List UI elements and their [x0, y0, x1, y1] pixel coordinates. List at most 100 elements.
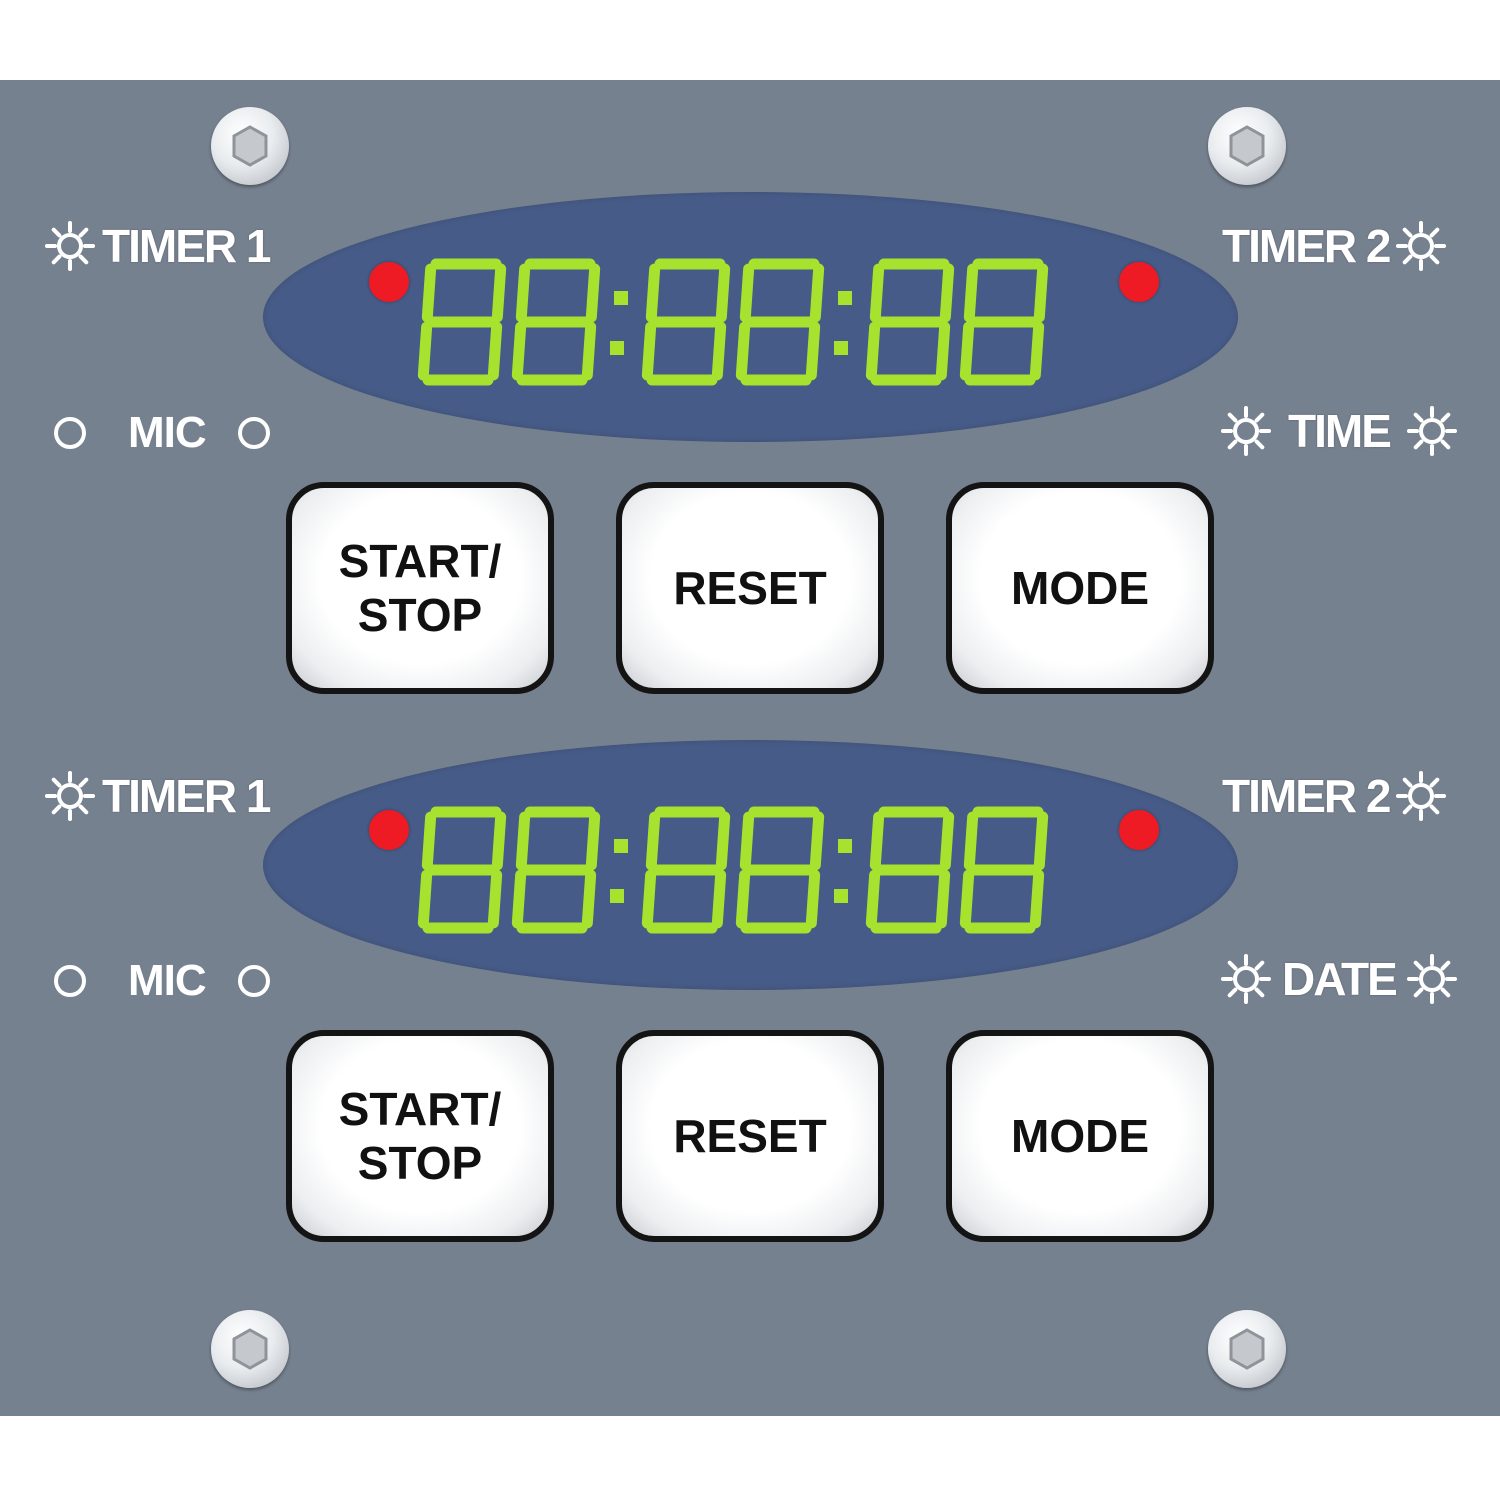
indicator-light-icon — [1406, 954, 1457, 1004]
timer-2-label: TIMER 2 — [1222, 770, 1391, 822]
mic-led-icon — [54, 417, 86, 449]
colon-dot — [838, 291, 852, 305]
seven-segment-readout — [417, 258, 1049, 386]
digit-segment — [581, 869, 597, 929]
colon-dot — [614, 839, 628, 853]
digit-segment — [935, 321, 951, 381]
digit-segment — [487, 869, 503, 929]
digit-segment — [581, 321, 597, 381]
mic-indicator: MIC — [54, 408, 270, 458]
digit-segment — [715, 811, 731, 871]
digit-segment — [869, 263, 885, 323]
digit-segment — [805, 869, 821, 929]
digit-segment — [735, 321, 751, 381]
digit-segment — [491, 811, 507, 871]
date-mode-indicator: DATE — [1220, 953, 1458, 1005]
digit-segment — [869, 811, 885, 871]
digit-segment — [511, 321, 527, 381]
digit-segment — [585, 811, 601, 871]
digit-segment — [515, 811, 531, 871]
led-display — [263, 740, 1238, 990]
digit-segment — [805, 321, 821, 381]
colon-dot — [834, 341, 848, 355]
mic-label: MIC — [128, 956, 207, 1005]
mode-button[interactable]: MODE — [946, 1030, 1214, 1242]
digit-segment — [939, 811, 955, 871]
digit-segment — [491, 263, 507, 323]
time-label: TIME — [1288, 405, 1392, 457]
digit-segment — [715, 263, 731, 323]
digit-segment — [711, 321, 727, 381]
colon-dot — [610, 341, 624, 355]
timer-2-indicator: TIMER 2 — [1222, 770, 1447, 822]
digit-segment — [1033, 263, 1049, 323]
digit-segment — [809, 263, 825, 323]
digit-segment — [421, 811, 437, 871]
digit-segment — [645, 263, 661, 323]
digit-segment — [515, 263, 531, 323]
indicator-led — [1119, 810, 1159, 850]
timer-1-label: TIMER 1 — [102, 770, 271, 822]
mic-label: MIC — [128, 408, 207, 457]
indicator-light-icon — [45, 221, 95, 271]
digit-segment — [735, 869, 751, 929]
colon-dot — [610, 889, 624, 903]
control-panel: TIMER 1 TIMER 2 MIC TIME START/ STOP RES… — [0, 80, 1500, 1416]
colon-dot — [838, 839, 852, 853]
timer-1-indicator: TIMER 1 — [44, 220, 271, 272]
indicator-light-icon — [1406, 406, 1457, 456]
start-stop-button[interactable]: START/ STOP — [286, 1030, 554, 1242]
digit-segment — [959, 321, 975, 381]
seven-segment-readout — [417, 806, 1049, 934]
timer-2-label: TIMER 2 — [1222, 220, 1391, 272]
indicator-led — [1119, 262, 1159, 302]
start-stop-button[interactable]: START/ STOP — [286, 482, 554, 694]
digit-segment — [1029, 321, 1045, 381]
digit-segment — [739, 811, 755, 871]
timer-2-indicator: TIMER 2 — [1222, 220, 1447, 272]
screw-icon — [211, 1310, 289, 1388]
digit-segment — [963, 263, 979, 323]
mic-indicator: MIC — [54, 956, 270, 1006]
digit-segment — [865, 321, 881, 381]
indicator-led — [369, 262, 409, 302]
digit-segment — [935, 869, 951, 929]
indicator-led — [369, 810, 409, 850]
digit-segment — [641, 321, 657, 381]
digit-segment — [421, 263, 437, 323]
digit-segment — [865, 869, 881, 929]
indicator-light-icon — [1221, 406, 1271, 456]
reset-button[interactable]: RESET — [616, 482, 884, 694]
mic-led-icon — [237, 965, 270, 997]
timer-1-indicator: TIMER 1 — [44, 770, 271, 822]
screw-icon — [1208, 1310, 1286, 1388]
screw-icon — [1208, 107, 1286, 185]
led-display — [263, 192, 1238, 442]
time-mode-indicator: TIME — [1220, 405, 1458, 457]
mode-button[interactable]: MODE — [946, 482, 1214, 694]
indicator-light-icon — [1396, 771, 1447, 821]
digit-segment — [959, 869, 975, 929]
timer-1-label: TIMER 1 — [102, 220, 271, 272]
screw-icon — [211, 107, 289, 185]
mic-led-icon — [237, 417, 270, 449]
colon-dot — [834, 889, 848, 903]
indicator-light-icon — [1396, 221, 1447, 271]
digit-segment — [417, 869, 433, 929]
digit-segment — [809, 811, 825, 871]
reset-button[interactable]: RESET — [616, 1030, 884, 1242]
colon-dot — [614, 291, 628, 305]
digit-segment — [1029, 869, 1045, 929]
digit-segment — [487, 321, 503, 381]
digit-segment — [585, 263, 601, 323]
digit-segment — [711, 869, 727, 929]
digit-segment — [963, 811, 979, 871]
indicator-light-icon — [45, 771, 95, 821]
digit-segment — [417, 321, 433, 381]
digit-segment — [641, 869, 657, 929]
mic-led-icon — [54, 965, 86, 997]
date-label: DATE — [1282, 953, 1398, 1005]
digit-segment — [739, 263, 755, 323]
indicator-light-icon — [1221, 954, 1271, 1004]
digit-segment — [1033, 811, 1049, 871]
